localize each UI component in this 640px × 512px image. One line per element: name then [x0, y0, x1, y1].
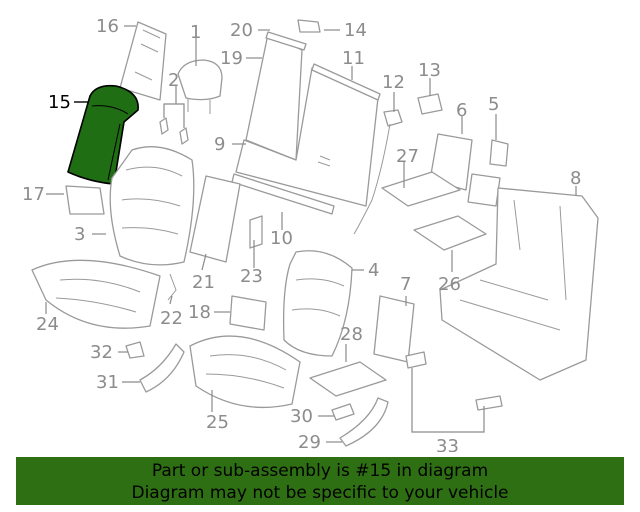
callout-22: 22	[160, 308, 183, 329]
callout-25: 25	[206, 412, 229, 433]
callout-9: 9	[214, 134, 225, 155]
part-22-clip	[167, 273, 177, 301]
callout-13: 13	[418, 60, 441, 81]
callout-33: 33	[436, 436, 459, 452]
part-2-guide-pins	[159, 117, 189, 145]
info-banner: Part or sub-assembly is #15 in diagram D…	[16, 457, 624, 505]
callout-31: 31	[96, 372, 119, 393]
callout-19: 19	[220, 48, 243, 69]
part-11-strip	[311, 63, 381, 101]
callout-28: 28	[340, 324, 363, 345]
callout-20: 20	[230, 20, 253, 41]
part-29-trim	[339, 397, 389, 447]
part-8-seat-frame	[439, 187, 599, 381]
part-20-strip	[265, 31, 307, 51]
part-10-rail	[231, 173, 335, 215]
callout-21: 21	[192, 272, 215, 293]
banner-line-part-number: Part or sub-assembly is #15 in diagram	[151, 461, 489, 481]
part-21-panel	[189, 175, 241, 263]
part-24-cushion	[31, 259, 161, 329]
part-3-seat-back	[109, 146, 195, 266]
callout-15: 15	[48, 92, 71, 113]
callout-18: 18	[188, 302, 211, 323]
callout-16: 16	[96, 16, 119, 37]
part-5-bracket	[467, 139, 509, 207]
part-25-cushion	[189, 335, 301, 409]
part-17-pad	[65, 185, 105, 215]
callout-10: 10	[270, 228, 293, 249]
callout-29: 29	[298, 432, 321, 452]
exploded-parts-diagram: 1 2 3 4 5 6 7 8 9 10 11 12 13 14 15 16 1…	[22, 16, 599, 452]
part-7-panel	[373, 295, 415, 363]
callout-32: 32	[90, 342, 113, 363]
callout-5: 5	[488, 94, 499, 115]
part-23-bracket	[249, 215, 263, 249]
part-4-seat-back	[282, 250, 353, 357]
part-31-trim	[139, 343, 185, 393]
callout-8: 8	[570, 168, 581, 189]
part-1-headrest	[177, 59, 223, 114]
callout-2: 2	[168, 70, 179, 91]
leader-lines	[45, 25, 577, 443]
part-19-panel	[245, 33, 303, 161]
callout-11: 11	[342, 48, 365, 69]
callout-7: 7	[400, 274, 411, 295]
callout-26: 26	[438, 274, 461, 295]
part-12-latch	[353, 109, 403, 235]
callout-17: 17	[22, 184, 45, 205]
part-32-bracket	[125, 341, 145, 359]
part-30-pad	[331, 403, 355, 421]
part-16-frame	[119, 21, 167, 101]
part-6-panel	[429, 133, 473, 191]
callout-27: 27	[396, 146, 419, 167]
callout-23: 23	[240, 266, 263, 287]
part-33-connectors	[405, 351, 503, 411]
callout-3: 3	[74, 224, 85, 245]
part-27-mat	[381, 171, 461, 207]
callout-6: 6	[456, 100, 467, 121]
part-28-mat	[309, 361, 387, 397]
banner-line-disclaimer: Diagram may not be specific to your vehi…	[131, 483, 509, 503]
part-15-highlighted	[67, 84, 139, 185]
callout-4: 4	[368, 260, 379, 281]
part-14-clip	[297, 19, 321, 33]
callout-14: 14	[344, 20, 367, 41]
part-13-bracket	[417, 93, 443, 115]
callout-labels: 1 2 3 4 5 6 7 8 9 10 11 12 13 14 15 16 1…	[22, 16, 581, 452]
callout-1: 1	[190, 22, 201, 43]
callout-30: 30	[290, 406, 313, 427]
part-26-tray	[413, 215, 487, 251]
callout-12: 12	[382, 72, 405, 93]
callout-24: 24	[36, 314, 59, 335]
part-18-pad	[229, 295, 267, 331]
